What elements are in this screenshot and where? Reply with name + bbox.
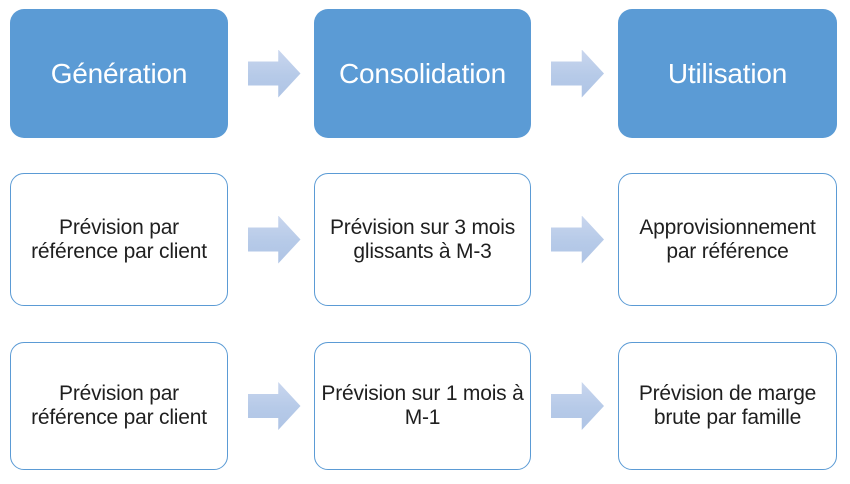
arrow-right-icon (551, 49, 604, 98)
arrow-right-icon (247, 382, 301, 430)
step-cell: Approvisionnement par référence (618, 173, 837, 306)
arrow-right-icon (247, 49, 301, 98)
step-box-utilisation-1: Approvisionnement par référence (618, 173, 837, 306)
arrow-cell (531, 173, 618, 306)
step-cell: Prévision sur 3 mois glissants à M-3 (314, 173, 531, 306)
step-label: Prévision par référence par client (31, 382, 207, 429)
header-box-consolidation: Consolidation (314, 9, 531, 138)
step-label: Approvisionnement par référence (639, 215, 816, 263)
step-label: Prévision sur 1 mois à M-1 (321, 382, 524, 429)
step-label: Prévision par référence par client (31, 215, 207, 263)
step-box-generation-1: Prévision par référence par client (10, 173, 228, 306)
header-box-utilisation: Utilisation (618, 9, 837, 138)
arrow-cell (228, 9, 314, 138)
step-label: Prévision de marge brute par famille (638, 382, 817, 429)
arrow-cell (531, 9, 618, 138)
header-cell-utilisation: Utilisation (618, 9, 837, 138)
header-cell-consolidation: Consolidation (314, 9, 531, 138)
arrow-cell (228, 342, 314, 470)
step-cell: Prévision de marge brute par famille (618, 342, 837, 470)
arrow-right-icon (551, 215, 604, 264)
step-cell: Prévision par référence par client (10, 173, 228, 306)
header-box-generation: Génération (10, 9, 228, 138)
arrow-cell (228, 173, 314, 306)
arrow-right-icon (247, 215, 301, 264)
arrow-right-icon (551, 382, 604, 430)
step-box-consolidation-1: Prévision sur 3 mois glissants à M-3 (314, 173, 531, 306)
step-label: Prévision sur 3 mois glissants à M-3 (329, 215, 516, 263)
step-box-generation-2: Prévision par référence par client (10, 342, 228, 470)
step-box-utilisation-2: Prévision de marge brute par famille (618, 342, 837, 470)
arrow-cell (531, 342, 618, 470)
step-cell: Prévision sur 1 mois à M-1 (314, 342, 531, 470)
header-cell-generation: Génération (10, 9, 228, 138)
step-cell: Prévision par référence par client (10, 342, 228, 470)
step-box-consolidation-2: Prévision sur 1 mois à M-1 (314, 342, 531, 470)
